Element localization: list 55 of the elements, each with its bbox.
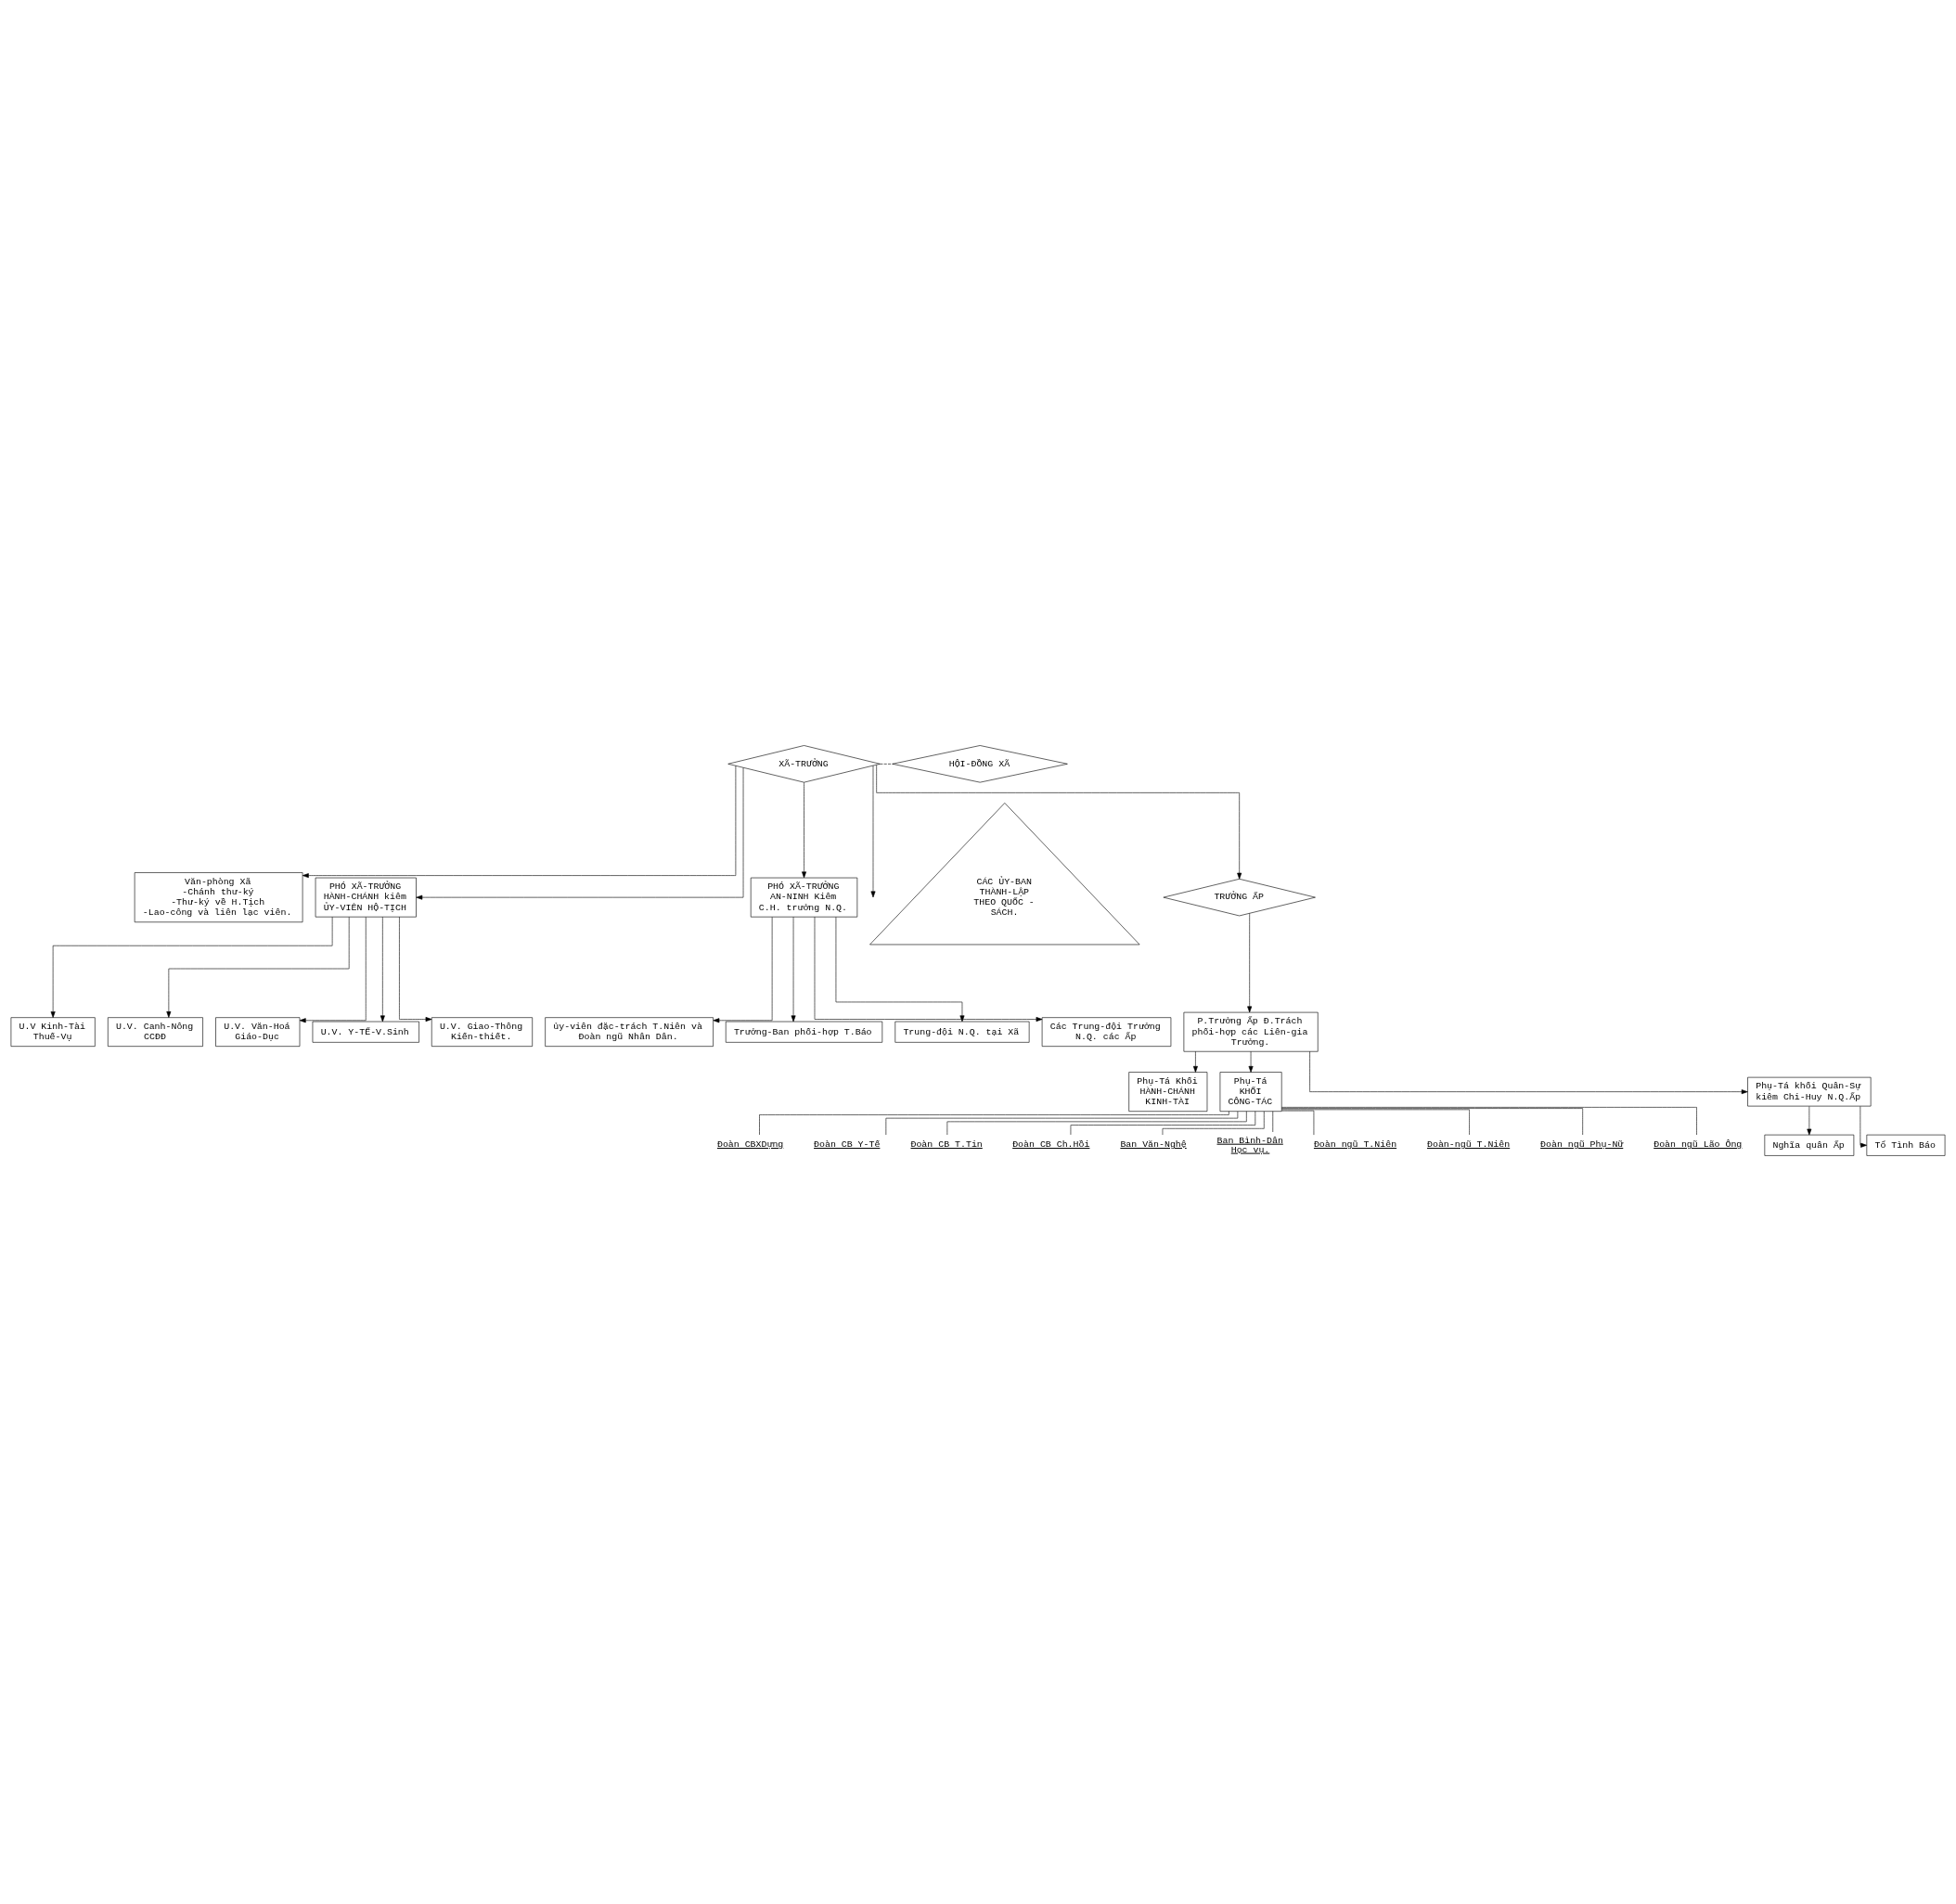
arrow (713, 917, 773, 1023)
node-box: P.Trưởng Ấp Đ.Trách phối-hợp các Liên-gia Trưởng. (1183, 1011, 1319, 1052)
arrow (1807, 1106, 1812, 1136)
node-box: Văn-phòng Xã -Chánh thư-ký -Thư-ký về H.Tịch -Lao-công và liên lạc viên. (134, 872, 303, 923)
node-text: Đoàn ngũ Phụ-Nữ (1540, 1139, 1624, 1150)
node-diamond: HỘI-ĐỒNG XÃ (892, 745, 1068, 783)
arrow (166, 917, 350, 1018)
connector (1281, 1109, 1470, 1136)
node-text: Đoàn CB T.Tin (910, 1139, 983, 1150)
node-box: Trung-đội N.Q. tại Xã (894, 1021, 1030, 1043)
arrow (1859, 1106, 1867, 1148)
arrow (1247, 913, 1253, 1013)
node-text: Ban Văn-Nghệ (1120, 1139, 1187, 1150)
arrow (870, 765, 876, 898)
arrow (876, 765, 1242, 880)
connector (1280, 1108, 1583, 1136)
node-box: Phụ-Tá KHỐI CÔNG-TÁC (1219, 1072, 1282, 1112)
node-box: PHÓ XÃ-TRƯỞNG AN-NINH Kiêm C.H. trưởng N.Q. (750, 877, 858, 918)
arrow (1192, 1050, 1198, 1073)
node-text: Ban Bình-Dân Học vụ. (1216, 1135, 1283, 1155)
arrow (802, 782, 806, 879)
node-box: U.V. Canh-Nông CCĐĐ (108, 1017, 203, 1047)
node-text: Đoàn CBXDựng (716, 1139, 784, 1150)
arrow (399, 916, 432, 1022)
arrow (50, 917, 333, 1018)
node-box: U.V. Y-TẾ-V.Sinh (312, 1021, 419, 1043)
node-diamond: TRƯỞNG ẤP (1163, 879, 1316, 917)
node-text: Đoàn ngũ T.Niên (1313, 1139, 1397, 1150)
arrow (1309, 1050, 1748, 1095)
connector (880, 764, 894, 765)
node-box: U.V Kinh-Tài Thuế-Vụ (10, 1017, 96, 1047)
node-box: Tổ Tình Báo (1866, 1134, 1946, 1156)
node-box: U.V. Văn-Hoá Giáo-Dục (215, 1017, 301, 1047)
node-box: Trưởng-Ban phối-hợp T.Báo (725, 1021, 883, 1043)
arrow (814, 916, 1043, 1022)
node-text: Đoàn CB Y-Tế (814, 1139, 881, 1150)
node-text: Đoàn ngũ Lão Ông (1654, 1139, 1743, 1150)
connector (1280, 1107, 1697, 1136)
node-text: Đoàn-ngũ T.Niên (1427, 1139, 1511, 1150)
arrow (302, 765, 737, 879)
node-box: PHÓ XÃ-TRƯỞNG HÀNH-CHÁNH kiêm ỦY-VIÊN HỘ-TỊCH (315, 877, 417, 918)
arrow (299, 917, 367, 1023)
node-text: Đoàn CB Ch.Hồi (1012, 1139, 1090, 1150)
arrow (835, 917, 965, 1023)
node-box: Phụ-Tá Khối HÀNH-CHÁNH KINH-TÀI (1128, 1072, 1208, 1112)
arrow (380, 916, 385, 1023)
node-box: Các Trung-đội Trưởng N.Q. các Ấp (1041, 1017, 1172, 1047)
arrow (1248, 1050, 1254, 1073)
arrow (791, 916, 796, 1023)
node-box: U.V. Giao-Thông Kiến-thiết. (431, 1017, 533, 1047)
node-box: ủy-viên đặc-trách T.Niên và Đoàn ngũ Nhân Dân. (545, 1017, 714, 1047)
node-box: Nghĩa quân Ấp (1764, 1134, 1855, 1156)
arrow (416, 767, 744, 900)
node-box: Phụ-Tá khối Quân-Sự kiêm Chi-Huy N.Q.Ấp (1747, 1076, 1872, 1107)
node-diamond: XÃ-TRƯỞNG (727, 745, 881, 783)
